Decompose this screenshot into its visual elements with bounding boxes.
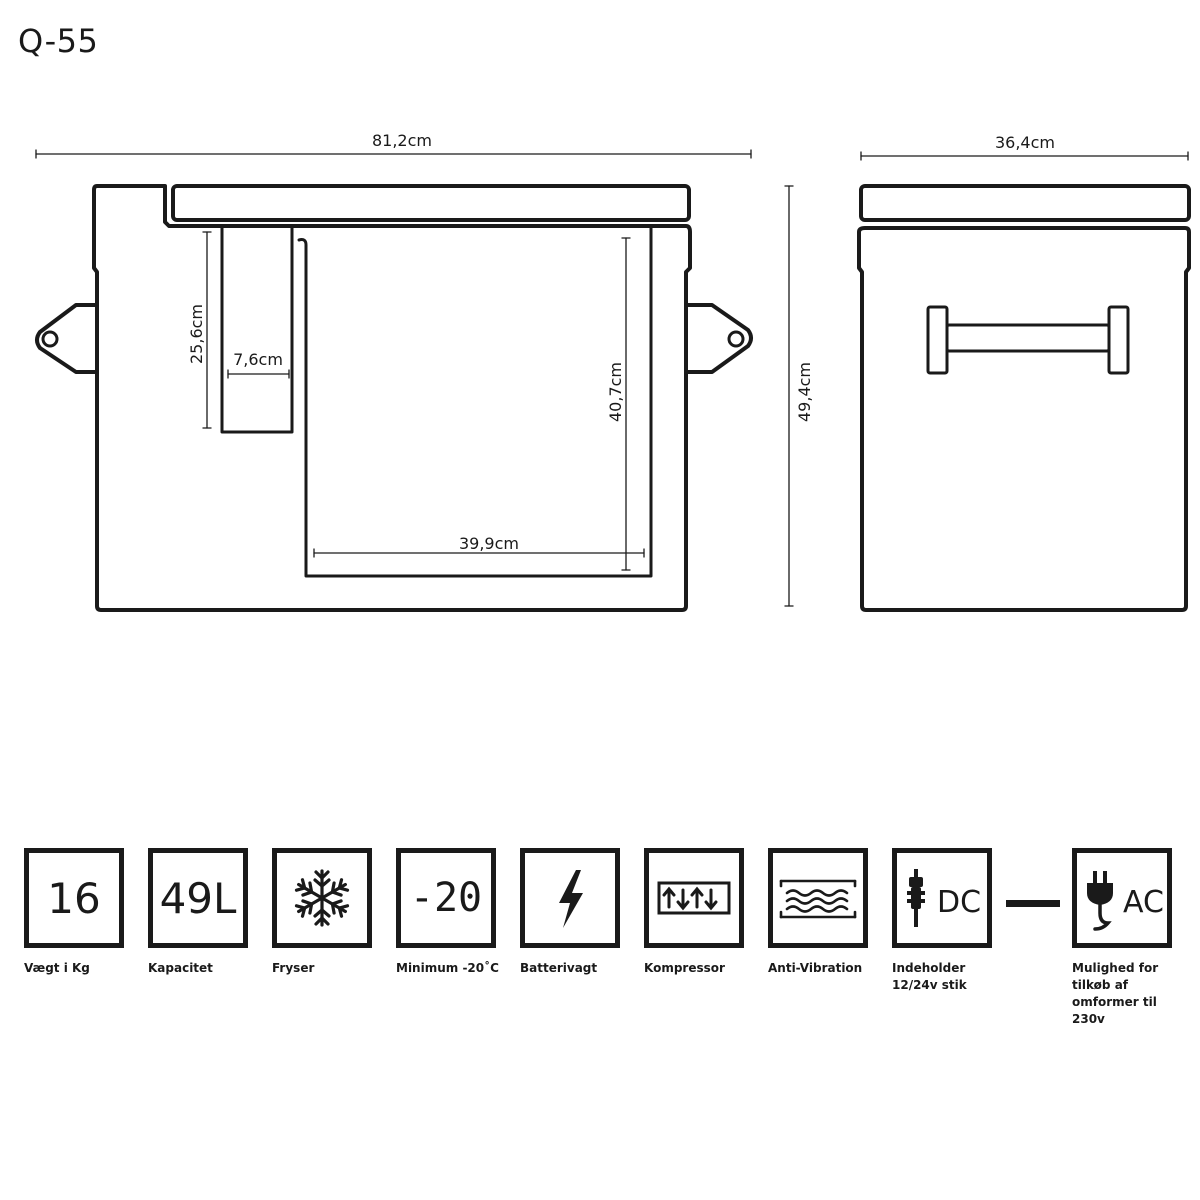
left-lug-hole xyxy=(41,330,59,348)
depth-label: 36,4cm xyxy=(995,133,1055,152)
main-compartment-height-line xyxy=(621,237,631,571)
ac-label: Mulighed for tilkøb af omformer til 230v xyxy=(1072,961,1159,1026)
freezer-icon-box xyxy=(272,848,372,948)
waves-icon xyxy=(779,879,857,919)
main-compartment xyxy=(297,226,653,578)
anti-vibration-label: Anti-Vibration xyxy=(768,961,863,975)
small-compartment xyxy=(220,226,294,434)
main-compartment-width-label: 39,9cm xyxy=(459,534,519,553)
car-plug-icon xyxy=(907,869,925,927)
main-compartment-width-line xyxy=(313,548,645,558)
compressor-icon-box xyxy=(644,848,744,948)
dc-plug-icon-box: DC xyxy=(892,848,992,948)
temperature-value: -20 xyxy=(409,875,483,921)
small-compartment-height-label: 25,6cm xyxy=(187,304,206,364)
ac-plug-icon-box: AC xyxy=(1072,848,1172,948)
right-lug-hole xyxy=(727,330,745,348)
dc-label: Indeholder 12/24v stik xyxy=(892,961,967,992)
freezer-label: Fryser xyxy=(272,961,315,975)
snowflake-icon xyxy=(293,869,351,927)
separator-dash xyxy=(1006,900,1060,907)
front-view-outline xyxy=(35,184,753,612)
compressor-icon xyxy=(657,881,731,915)
depth-dimension-line xyxy=(860,151,1189,161)
height-dimension-line xyxy=(784,185,794,607)
compressor-label: Kompressor xyxy=(644,961,725,975)
battery-guard-icon-box xyxy=(520,848,620,948)
capacity-label: Kapacitet xyxy=(148,961,213,975)
ac-value: AC xyxy=(1123,885,1164,920)
small-compartment-height-line xyxy=(202,231,212,429)
product-title: Q-55 xyxy=(18,22,99,60)
dc-value: DC xyxy=(937,885,982,920)
weight-value: 16 xyxy=(47,873,101,923)
total-width-label: 81,2cm xyxy=(372,131,432,150)
battery-guard-label: Batterivagt xyxy=(520,961,598,975)
weight-icon-box: 16 xyxy=(24,848,124,948)
capacity-value: 49L xyxy=(159,873,237,923)
capacity-icon-box: 49L xyxy=(148,848,248,948)
lightning-icon xyxy=(559,870,583,928)
wall-plug-icon xyxy=(1087,871,1113,931)
main-compartment-height-label: 40,7cm xyxy=(606,362,625,422)
anti-vibration-icon-box xyxy=(768,848,868,948)
side-view-outline xyxy=(857,184,1191,612)
temperature-icon-box: -20 xyxy=(396,848,496,948)
small-compartment-width-label: 7,6cm xyxy=(233,350,283,369)
temperature-label: Minimum -20˚C xyxy=(396,961,499,975)
technical-drawing: 81,2cm 36,4cm 49,4cm 25,6cm 7,6cm 40,7cm… xyxy=(35,131,1191,612)
side-handle xyxy=(926,305,1130,375)
height-label: 49,4cm xyxy=(795,362,814,422)
weight-label: Vægt i Kg xyxy=(24,961,90,975)
width-dimension-line xyxy=(35,149,752,159)
small-compartment-width-line xyxy=(227,369,290,379)
